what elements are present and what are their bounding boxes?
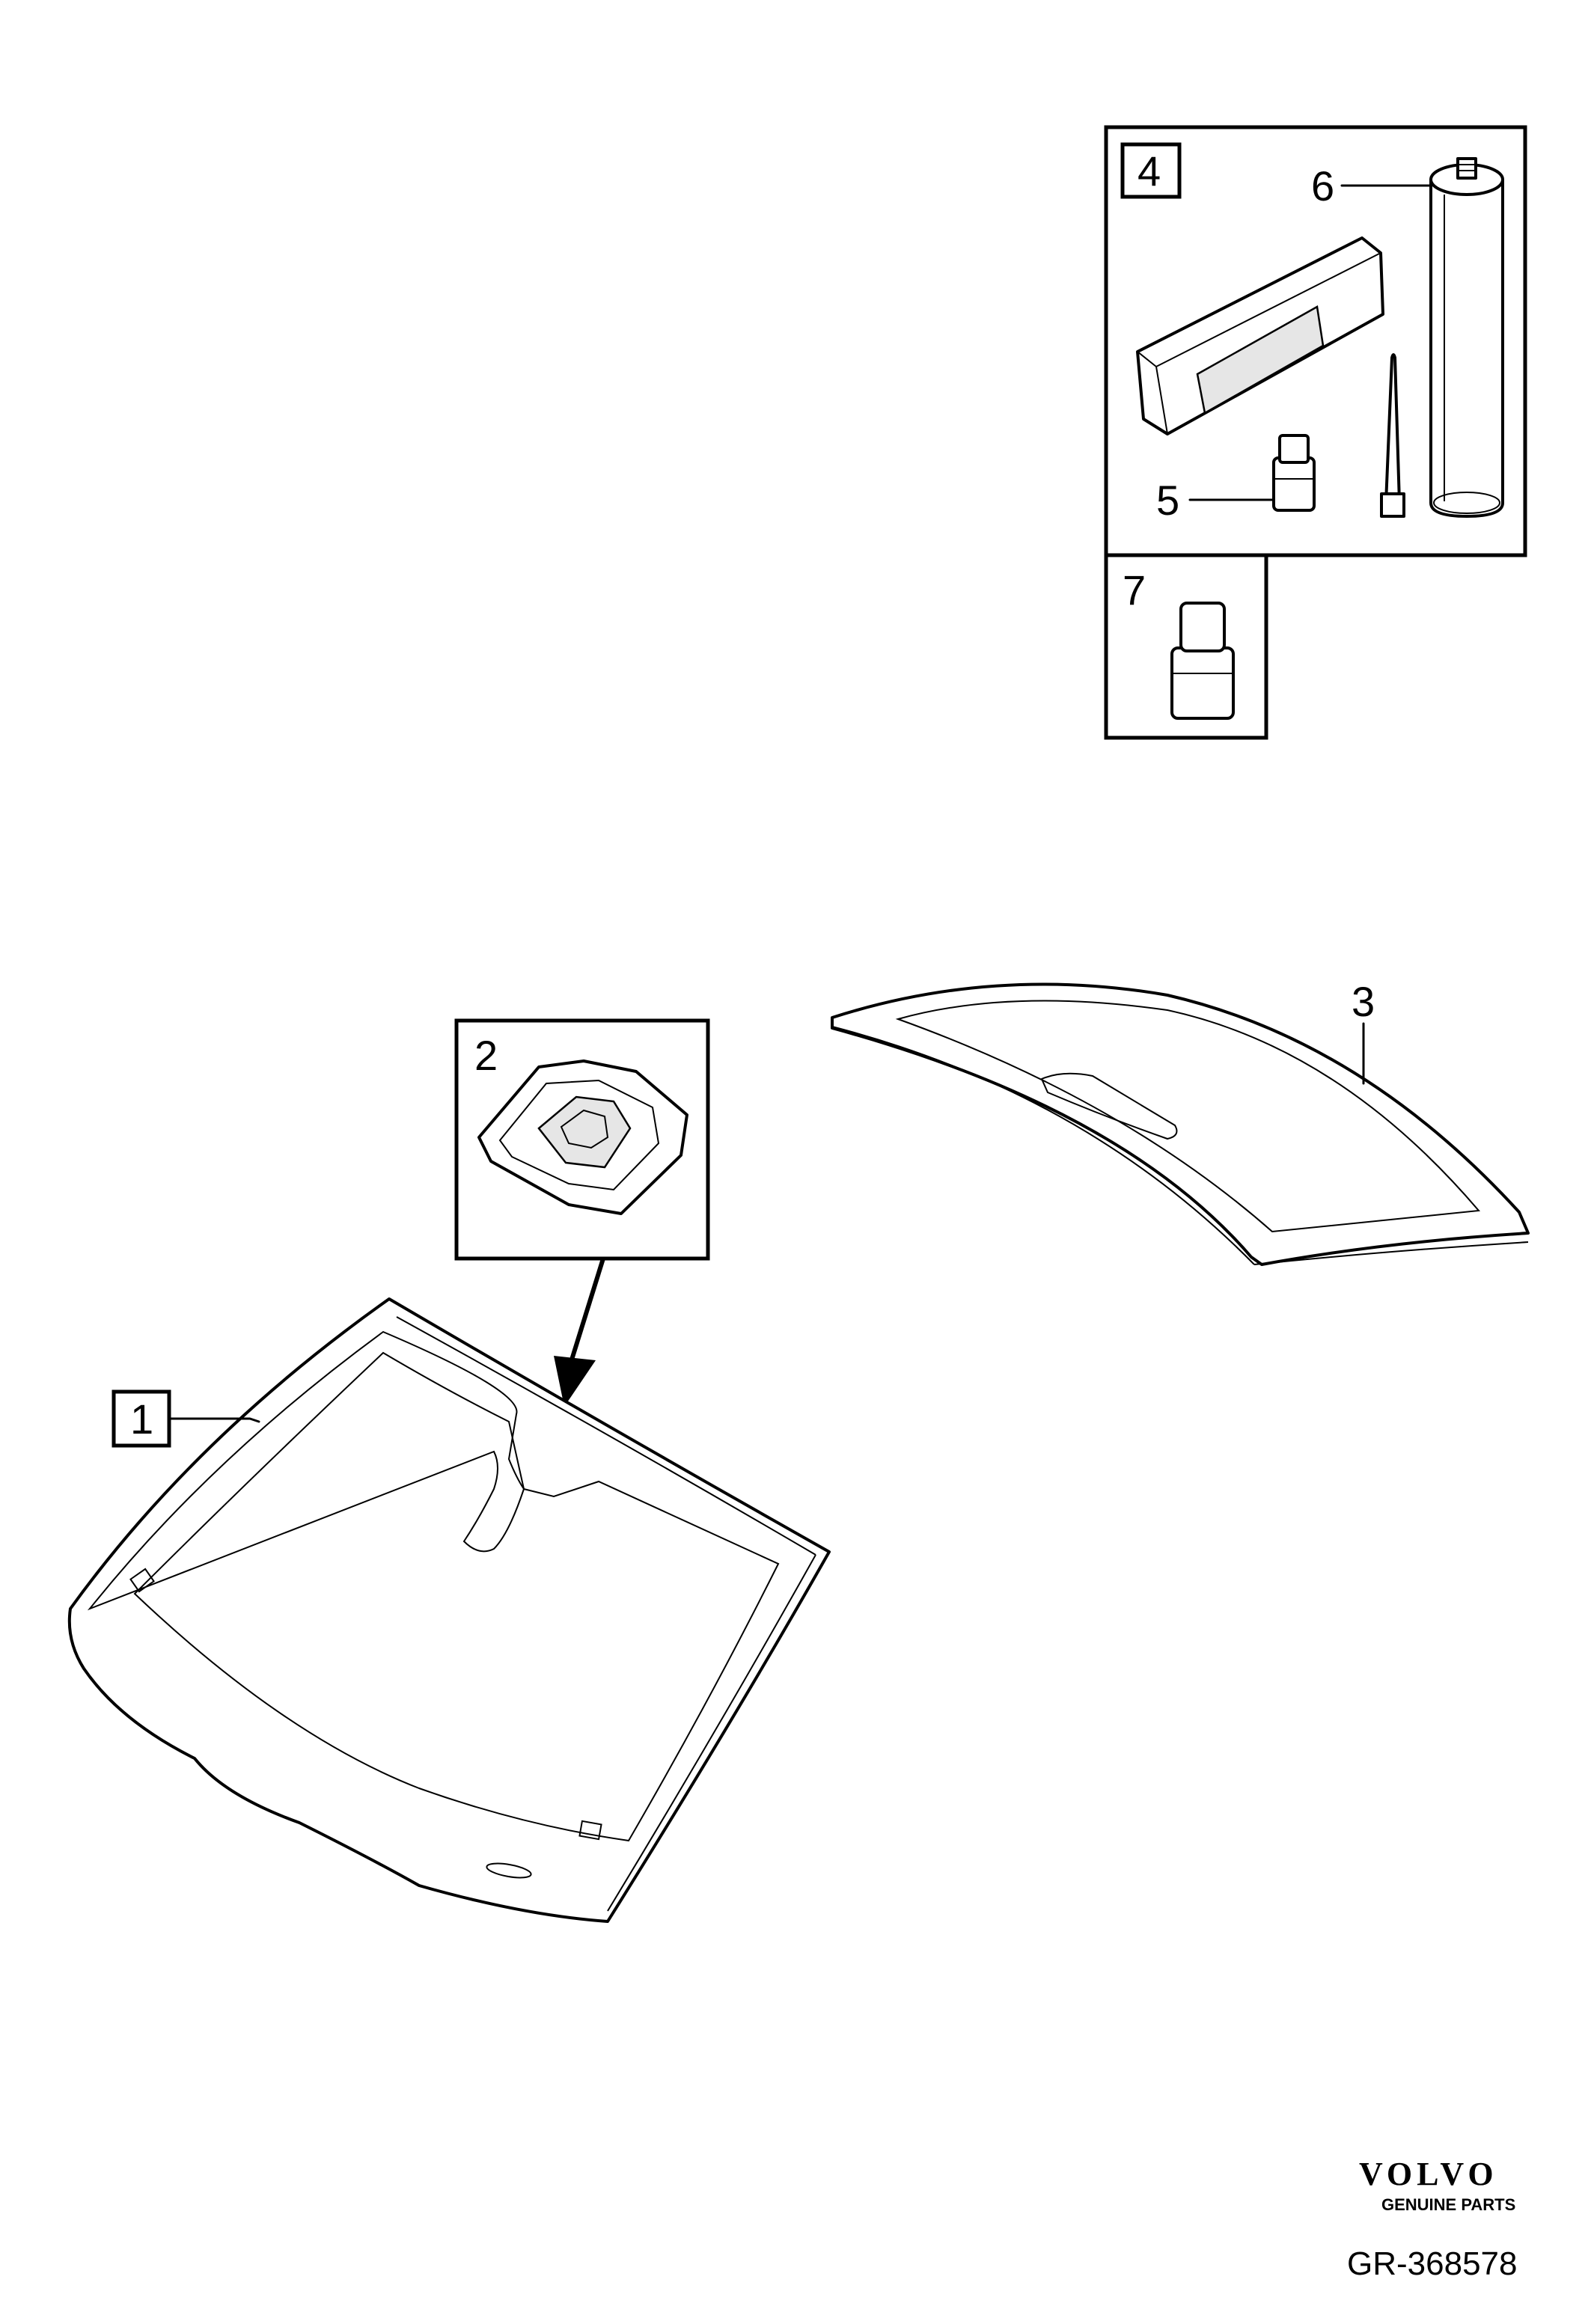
callout-2: 2 (474, 1032, 498, 1079)
windshield-icon (67, 1297, 831, 1923)
sensor-box-frame (454, 1018, 710, 1261)
callout-7: 7 (1123, 566, 1146, 614)
activator-box: 7 (1104, 553, 1268, 740)
callout-5: 5 (1156, 477, 1179, 524)
sensor-box: 2 (454, 1018, 710, 1261)
reference-number: GR-368578 (1347, 2245, 1517, 2282)
brand-tagline: GENUINE PARTS (1381, 2195, 1515, 2214)
brand-block: VOLVO GENUINE PARTS GR-368578 (1347, 2156, 1517, 2282)
activator-bottle-icon (1170, 602, 1235, 720)
kit-box-frame (1104, 125, 1527, 557)
volvo-logo: VOLVO (1359, 2156, 1498, 2192)
sensor-bracket-icon (477, 1059, 688, 1215)
callout-4-box (1120, 142, 1182, 199)
leader-1 (168, 1417, 260, 1423)
callout-3: 3 (1352, 978, 1375, 1025)
callout-1: 1 (130, 1395, 153, 1443)
adhesive-cartridge-icon (1429, 157, 1504, 518)
rear-window-icon (831, 982, 1530, 1266)
callout-4: 4 (1137, 147, 1161, 195)
activator-box-frame (1104, 553, 1268, 740)
primer-bottle-icon (1272, 434, 1316, 512)
cleaner-pack-icon (1136, 236, 1384, 435)
pointer-arrow (554, 1258, 605, 1407)
kit-box: 4 6 5 (1104, 125, 1527, 557)
callout-6: 6 (1311, 162, 1334, 210)
nozzle-icon (1380, 353, 1405, 518)
